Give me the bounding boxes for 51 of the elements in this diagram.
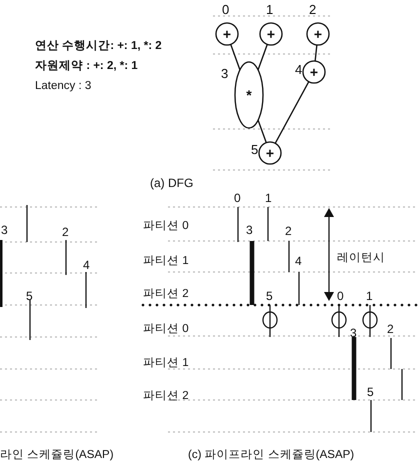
op-number: 1: [366, 290, 373, 303]
node-number: 0: [222, 2, 230, 17]
figure-caption: (a) DFG: [150, 177, 194, 190]
row-label: 파티션 0: [143, 220, 189, 233]
op-number: 5: [367, 386, 374, 399]
node-number: 5: [251, 142, 258, 157]
row-label: 파티션 1: [143, 255, 189, 268]
connector-line: [257, 44, 268, 70]
row-label: 파티션 2: [143, 288, 189, 301]
operation-node: [306, 22, 330, 46]
op-number: 3: [1, 224, 8, 237]
operator-symbol: +: [308, 64, 320, 80]
connector-line: [230, 44, 241, 70]
operation-node: [234, 61, 264, 129]
operator-symbol: +: [264, 145, 276, 161]
node-number: 3: [221, 66, 228, 81]
op-number: 0: [337, 290, 344, 303]
operation-node: [258, 141, 282, 165]
operator-symbol: +: [266, 26, 276, 42]
operator-symbol: +: [312, 26, 324, 42]
operator-symbol: *: [245, 87, 253, 103]
latency-label: 레이턴시: [337, 252, 385, 265]
row-label: 파티션 2: [143, 390, 189, 403]
op-number: 0: [234, 192, 241, 205]
spec-text: 자원제약 : +: 2, *: 1: [35, 60, 138, 73]
op-number: 5: [26, 290, 33, 303]
op-number: 5: [266, 290, 273, 303]
node-number: 4: [295, 62, 302, 77]
spec-text: 연산 수행시간: +: 1, *: 2: [35, 40, 162, 53]
op-number: 4: [295, 255, 302, 268]
node-number: 2: [309, 2, 316, 17]
op-number: 2: [285, 225, 292, 238]
operator-symbol: +: [222, 26, 232, 42]
connector-line: [314, 44, 318, 62]
connector-line: [274, 81, 310, 144]
figure-caption: 라인 스케쥴링(ASAP): [0, 449, 114, 462]
row-label: 파티션 0: [143, 323, 189, 336]
op-number: 3: [246, 224, 253, 237]
node-number: 1: [266, 2, 274, 17]
connector-line: [257, 120, 267, 143]
op-number: 4: [83, 259, 90, 272]
row-label: 파티션 1: [143, 357, 189, 370]
spec-text: Latency : 3: [35, 80, 92, 93]
figure-caption: (c) 파이프라인 스케쥴링(ASAP): [188, 449, 354, 462]
operation-node: [302, 60, 326, 84]
op-number: 1: [265, 192, 272, 205]
op-number: 2: [62, 226, 69, 239]
op-number: 2: [387, 323, 394, 336]
operation-node: [215, 22, 239, 46]
op-number: 3: [350, 327, 357, 340]
operation-node: [259, 22, 283, 46]
